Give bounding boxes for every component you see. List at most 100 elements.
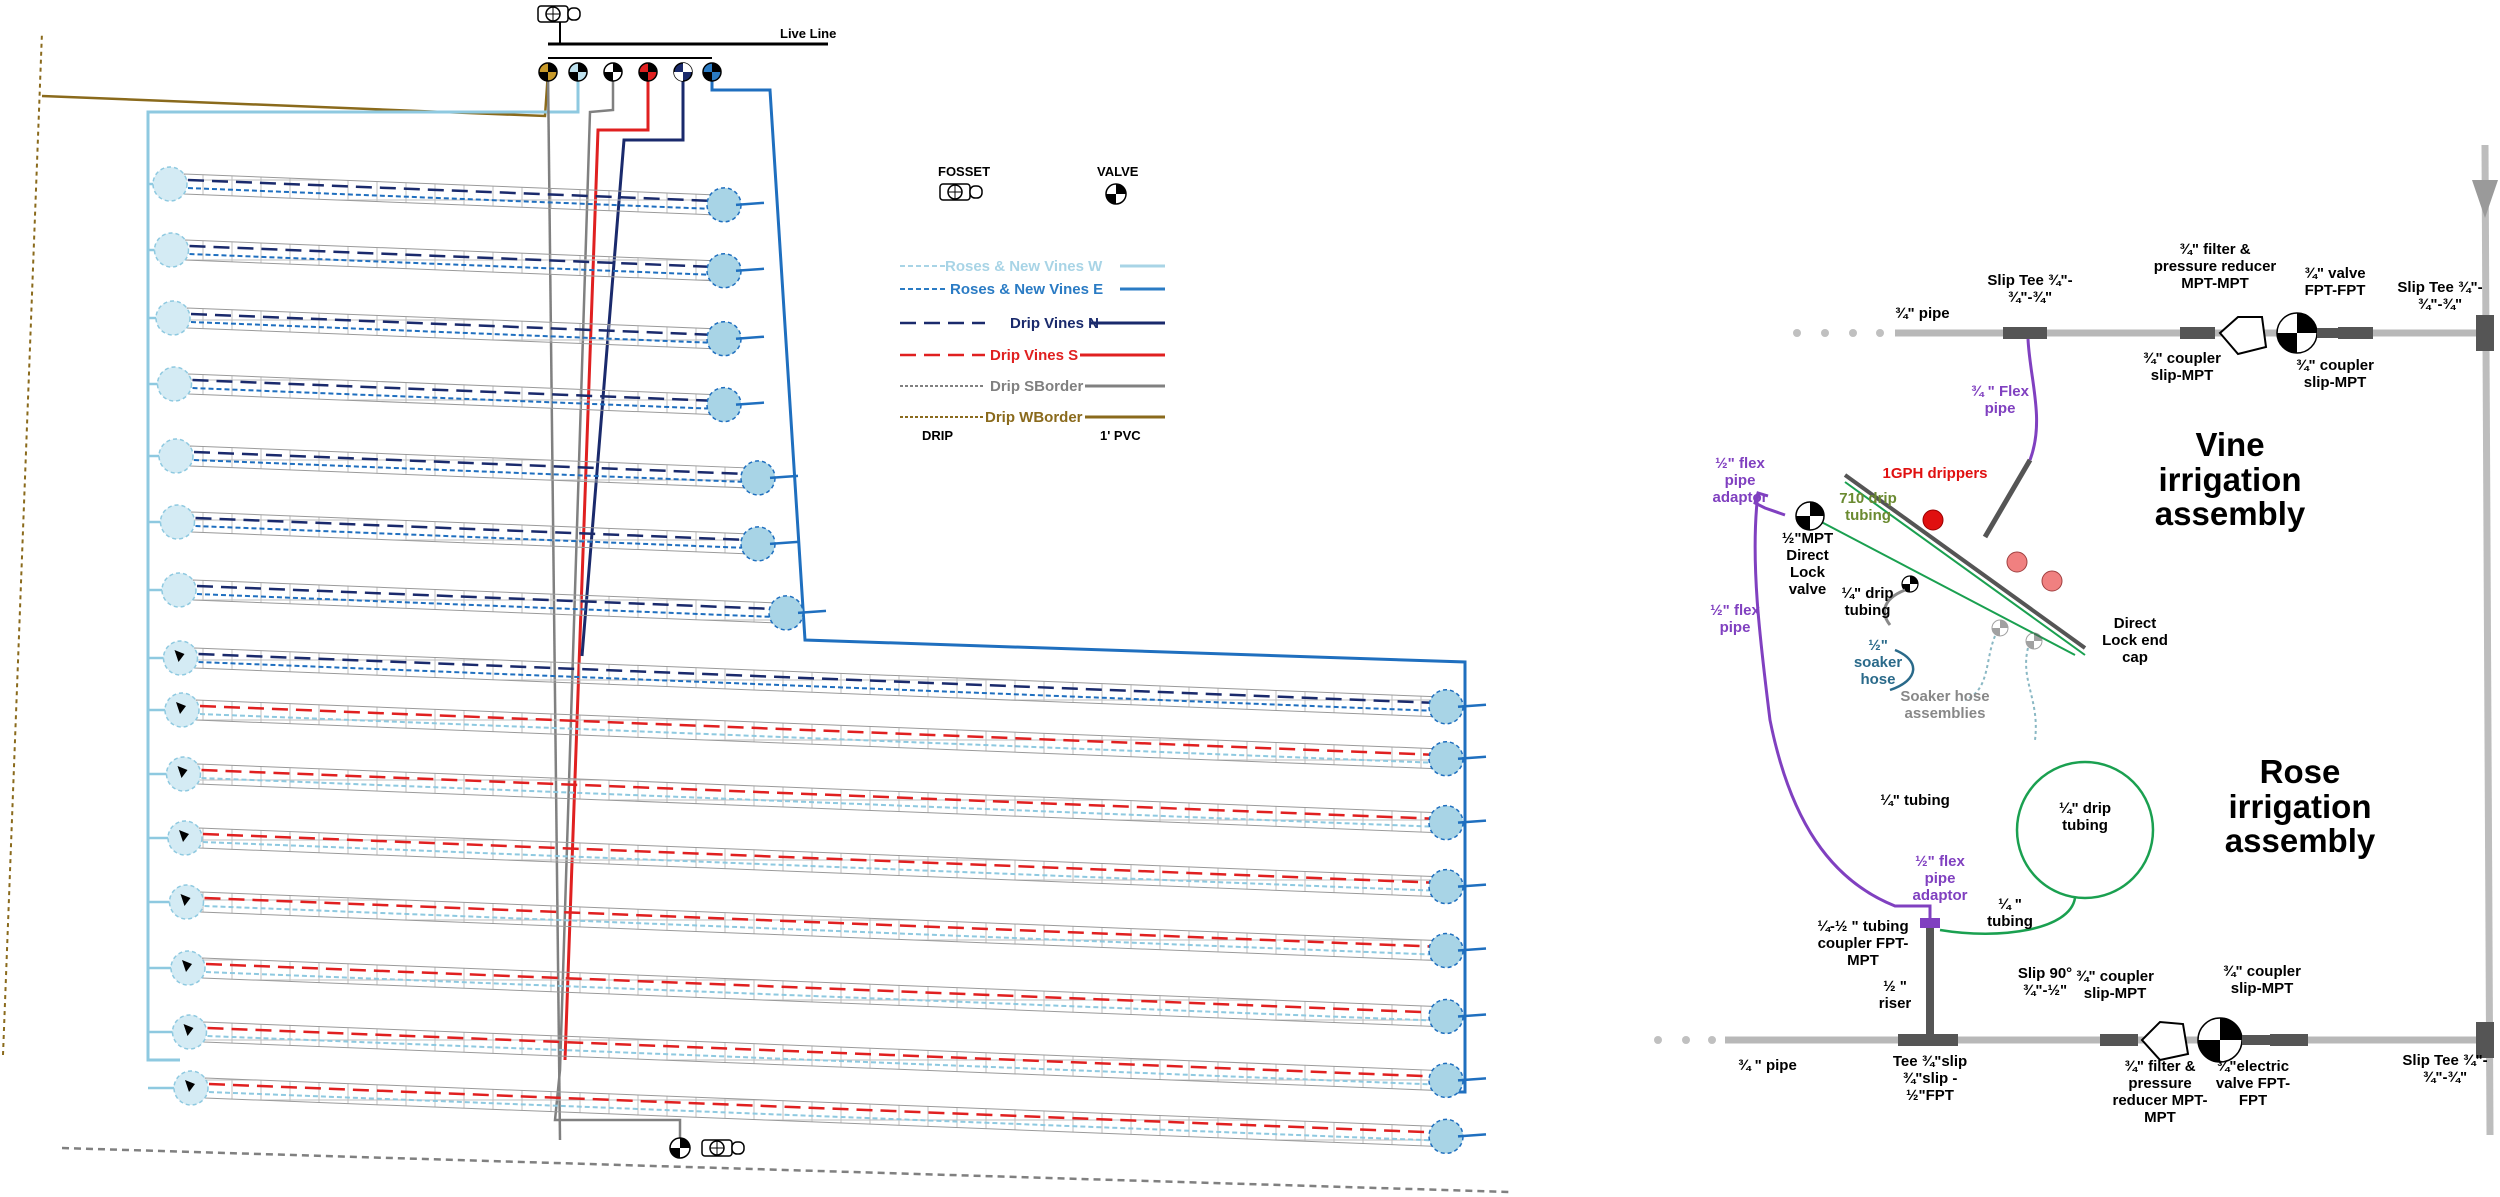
vine-filter-label: ¾" filter & pressure reducer MPT-MPT	[2153, 241, 2277, 292]
rose-filter-icon	[2140, 1020, 2190, 1062]
rose-coupler-right-label: ¾" coupler slip-MPT	[2223, 963, 2301, 997]
bed-row	[203, 1021, 1437, 1091]
rose-pipe-label: ¾ " pipe	[1738, 1057, 1797, 1074]
east-emitter-circle	[706, 320, 742, 357]
vine-valve-label: ¾" valve FPT-FPT	[2304, 265, 2366, 299]
plan-legend: FOSSET VALVE Roses & New Vines W Roses &…	[900, 164, 1165, 443]
bed-row	[191, 511, 749, 555]
rose-flex-adaptor-label: ½" flex pipe adaptor	[1912, 853, 1968, 904]
rose-drip-line	[201, 777, 1433, 828]
drip-line-north	[193, 450, 745, 476]
east-emitter-circle	[740, 460, 776, 496]
bed-row	[197, 763, 1437, 834]
bed-row	[201, 957, 1437, 1027]
east-lateral	[1457, 1077, 1487, 1082]
rose-drip-loop	[2015, 760, 2155, 900]
valve-sborder	[603, 62, 623, 82]
drip-line-north	[195, 516, 745, 542]
east-emitter-circle	[1428, 689, 1464, 725]
rose-valve-icon	[2197, 1017, 2243, 1063]
emitter-valve-icon	[177, 766, 188, 778]
rose-drip-line	[207, 1035, 1433, 1086]
drip-line-south	[207, 1026, 1433, 1078]
soaker-hose	[1889, 648, 1915, 692]
rose-filter-label: ¾" filter & pressure reducer MPT-MPT	[2112, 1058, 2208, 1126]
drip-line-north	[189, 244, 711, 269]
east-emitter-circle	[1428, 868, 1464, 905]
east-emitter-circle	[740, 526, 776, 562]
drip-line-south	[199, 704, 1433, 756]
west-emitter-circle	[153, 232, 190, 268]
vine-coupler-right-label: ¾" coupler slip-MPT	[2296, 357, 2374, 391]
rose-drip-line	[187, 187, 711, 210]
east-emitter-circle	[1428, 1118, 1464, 1155]
drip-line-south	[201, 768, 1433, 820]
bed-rows	[148, 166, 1487, 1155]
east-emitter-circle	[706, 187, 742, 223]
east-emitter-circle	[1428, 740, 1464, 777]
drip-line-north	[187, 178, 711, 203]
dripper-pink-2	[2041, 570, 2063, 592]
emitter-valve-icon	[176, 702, 186, 714]
legend-north-label: Drip Vines N	[1010, 315, 1099, 332]
drip-line-south	[204, 896, 1433, 948]
east-lateral	[1457, 755, 1487, 760]
legend-wborder-label: Drip WBorder	[985, 409, 1083, 426]
rose-drip-line	[193, 459, 745, 483]
drip-line-north	[198, 652, 1433, 705]
vine-pipe-label: ¾" pipe	[1895, 305, 1950, 322]
vine-flex-pipe-label: ¾ " Flex pipe	[1971, 383, 2029, 417]
rose-drip-line	[189, 253, 711, 276]
east-emitter-circle	[1428, 932, 1464, 969]
bed-row	[186, 307, 715, 350]
bed-row	[200, 891, 1437, 962]
faucet-icon-bottom	[701, 1139, 745, 1157]
east-lateral	[1457, 1013, 1487, 1018]
drip-710-label: 710 drip tubing	[1839, 490, 1897, 524]
east-emitter-circle	[706, 386, 742, 423]
zone-east-outline	[710, 74, 1467, 1094]
east-lateral	[1457, 947, 1487, 952]
soaker-assembly-icon-1	[1991, 619, 2009, 637]
emitter-valve-icon	[179, 830, 189, 842]
vine-coupler-left-label: ¾" coupler slip-MPT	[2143, 350, 2221, 384]
east-lateral	[1457, 1133, 1487, 1138]
emitter-valve-icon	[174, 650, 185, 662]
rose-drip-tubing-label: ¼" drip tubing	[2058, 800, 2112, 834]
rose-tee-label: Tee ¾"slip ¾"slip - ½"FPT	[1892, 1053, 1968, 1104]
legend-faucet-icon	[939, 183, 983, 201]
east-lateral	[797, 609, 827, 615]
drip-tubing-710	[1843, 473, 2087, 650]
sborder-pipe	[553, 74, 682, 1148]
bed-row	[185, 239, 715, 282]
south-border-line	[61, 1146, 1511, 1194]
rose-electric-valve-label: ¾"electric valve FPT-FPT	[2215, 1058, 2291, 1109]
emitter-valve-icon	[183, 1024, 194, 1036]
rose-slip90-label: Slip 90° ¾"-½"	[2017, 965, 2073, 999]
bed-row	[195, 699, 1437, 770]
rose-coupler-left-label: ¾" coupler slip-MPT	[2076, 968, 2154, 1002]
east-lateral	[1457, 883, 1487, 888]
valve-north	[673, 62, 693, 82]
rose-drip-line	[190, 321, 711, 344]
rose-assembly-title: Rose irrigation assembly	[2224, 755, 2376, 860]
wborder-supply-pipe	[41, 71, 550, 118]
drip-line-south	[202, 832, 1433, 884]
vine-assembly: ¾" pipe Slip Tee ¾"-¾"-¾" ¾" filter & pr…	[1710, 144, 2498, 1136]
legend-pvc-label: 1' PVC	[1100, 428, 1141, 443]
rose-drip-line	[204, 905, 1433, 956]
drip-line-north	[192, 378, 711, 402]
end-cap-label: Direct Lock end cap	[2102, 615, 2168, 666]
west-emitter-circle	[158, 438, 194, 474]
rose-assembly: Rose irrigation assembly ¼" tubing ¼" dr…	[1654, 755, 2494, 1126]
soaker-valve-icon	[1901, 575, 1919, 593]
rose-slip-tee-right-label: Slip Tee ¾"- ¾"-¾"	[2402, 1052, 2488, 1086]
emitter-valve-icon	[182, 960, 192, 972]
valve-wborder	[538, 62, 558, 82]
east-lateral	[1457, 819, 1487, 824]
vine-flex-adaptor-label: ½" flex pipe adaptor	[1712, 455, 1768, 506]
direct-lock-valve-icon	[1795, 501, 1825, 531]
bed-row	[189, 445, 749, 489]
bed-row	[192, 579, 777, 624]
bed-row	[188, 373, 715, 416]
